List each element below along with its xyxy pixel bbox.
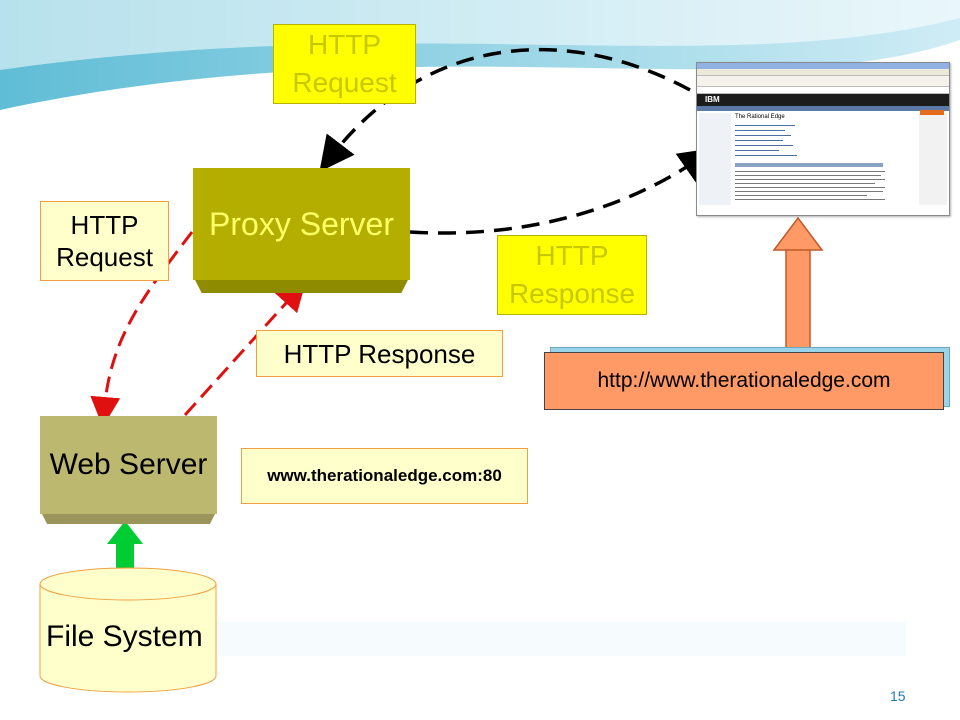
browser-address-bar [697,87,949,94]
header-swoosh-light [0,0,960,70]
browser-page-body: The Rational Edge [697,110,949,211]
browser-right-column [919,110,947,205]
proxy-server-bottom-edge [193,276,410,293]
browser-titlebar [697,63,949,69]
browser-text-line [735,130,785,131]
browser-screenshot: IBM The Rational Edge [696,62,950,216]
browser-text-line [735,171,885,172]
server-address-text: www.therationaledge.com:80 [267,466,502,485]
browser-text-line [735,155,797,156]
url-up-arrow [772,216,824,353]
browser-text-line [735,135,791,136]
web-server-face: Web Server [40,416,217,514]
browser-page-heading: The Rational Edge [735,114,785,120]
browser-menubar [697,69,949,76]
arrow-webserver-to-proxy [183,280,307,417]
page-number: 15 [890,688,906,704]
http-response-mid-label: HTTP Response [256,330,503,377]
http-response-mid-text: HTTP Response [283,338,476,369]
browser-text-line [735,199,885,200]
browser-text-line [735,195,867,196]
browser-text-line [735,175,881,176]
file-system-cylinder [39,567,217,693]
browser-text-line [735,125,795,126]
proxy-server-face: Proxy Server [193,168,410,280]
browser-text-line [735,145,793,146]
browser-text-line [735,183,875,184]
browser-left-column [699,113,731,205]
footer-band [216,622,906,656]
ibm-logo: IBM [705,95,720,104]
web-server-label: Web Server [49,448,208,481]
http-request-left-label: HTTP Request [40,201,169,281]
browser-toolbar [697,76,949,87]
arrow-browser-to-proxy [319,47,691,172]
file-system-label: File System [46,620,203,653]
http-response-right-label: HTTP Response [497,235,647,315]
http-request-left-text: HTTP Request [56,210,153,272]
browser-text-line [735,140,783,141]
server-address-box: www.therationaledge.com:80 [241,448,528,504]
browser-section-bar [735,163,883,167]
browser-text-line [735,187,885,188]
browser-orange-tab [920,110,944,115]
arrow-proxy-to-browser [409,147,715,235]
http-request-top-label: HTTP Request [273,24,416,104]
url-box: http://www.therationaledge.com [544,352,944,410]
proxy-server: Proxy Server [193,168,410,293]
http-request-top-text: HTTP Request [292,29,397,98]
browser-ibm-banner: IBM [697,94,949,106]
url-text: http://www.therationaledge.com [597,369,891,392]
browser-text-line [735,191,883,192]
browser-text-line [735,179,885,180]
arrow-proxy-to-webserver [90,231,194,427]
browser-nav-strip [697,106,949,111]
web-server: Web Server [40,416,217,524]
proxy-server-label: Proxy Server [209,205,394,242]
browser-text-line [735,150,779,151]
http-response-right-text: HTTP Response [508,240,636,309]
